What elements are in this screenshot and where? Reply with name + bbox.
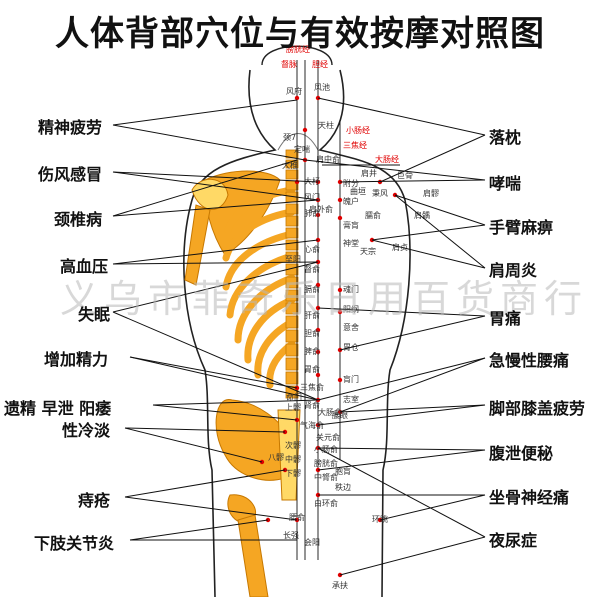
label-increase-energy: 增加精力: [44, 350, 109, 369]
neck-line: [277, 133, 319, 151]
svg-text:肩髎: 肩髎: [423, 188, 439, 198]
svg-text:肓门: 肓门: [343, 374, 359, 384]
svg-text:长强: 长强: [283, 530, 299, 540]
svg-text:肩髃: 肩髃: [414, 210, 430, 220]
body-outline: [183, 69, 411, 597]
svg-text:上髎: 上髎: [285, 403, 301, 412]
right-leader-lines: [304, 97, 486, 576]
svg-text:命门: 命门: [286, 392, 302, 402]
svg-text:肺俞: 肺俞: [304, 208, 320, 218]
label-insomnia: 失眠: [78, 305, 111, 324]
svg-text:大杼: 大杼: [304, 176, 320, 186]
svg-text:魄户: 魄户: [343, 196, 359, 206]
meridian-bladder: 膀胱经: [286, 44, 310, 54]
svg-text:督俞: 督俞: [304, 264, 320, 274]
meridian-gallbladder: 胆经: [312, 59, 328, 69]
svg-text:阳纲: 阳纲: [343, 304, 359, 314]
chart-title: 人体背部穴位与有效按摩对照图: [55, 14, 545, 54]
left-ilium: [215, 399, 293, 481]
svg-text:腰俞: 腰俞: [289, 512, 305, 522]
svg-text:胃俞: 胃俞: [304, 364, 320, 374]
svg-text:会阳: 会阳: [304, 537, 320, 547]
svg-text:风池: 风池: [314, 82, 330, 92]
label-mental-fatigue: 精神疲劳: [38, 118, 103, 137]
label-stiff-neck: 落枕: [489, 128, 522, 147]
head-outline: [261, 45, 333, 66]
label-hypertension: 高血压: [60, 257, 109, 276]
label-sexual-dysfunction: 遗精 早泄 阳痿: [4, 399, 112, 418]
svg-text:脾俞: 脾俞: [304, 346, 320, 356]
svg-text:关元俞: 关元俞: [316, 432, 340, 442]
svg-text:腰眼: 腰眼: [332, 411, 348, 420]
label-cervical-spondylosis: 颈椎病: [54, 210, 103, 229]
spine: [285, 149, 299, 399]
svg-text:肝俞: 肝俞: [304, 310, 320, 320]
svg-text:志室: 志室: [343, 394, 359, 404]
svg-text:小肠俞: 小肠俞: [314, 444, 338, 454]
svg-text:膀胱俞: 膀胱俞: [314, 458, 338, 468]
svg-text:秉风: 秉风: [372, 188, 388, 198]
svg-text:承扶: 承扶: [332, 580, 348, 590]
svg-text:魂门: 魂门: [343, 284, 359, 294]
svg-text:风府: 风府: [286, 86, 302, 96]
left-femur: [237, 514, 269, 597]
watermark: 义乌市菲奇乐日用百货商行: [60, 277, 589, 321]
svg-text:肩井: 肩井: [361, 168, 377, 178]
svg-text:巨骨: 巨骨: [397, 171, 413, 180]
svg-text:肩外俞: 肩外俞: [309, 204, 333, 214]
svg-text:白环俞: 白环俞: [314, 498, 338, 508]
svg-text:至阳: 至阳: [285, 255, 301, 264]
svg-text:颈7: 颈7: [283, 133, 296, 142]
svg-text:环跳: 环跳: [372, 514, 388, 524]
svg-text:天柱: 天柱: [318, 120, 334, 130]
svg-text:下髎: 下髎: [285, 469, 301, 478]
svg-text:膈俞: 膈俞: [304, 284, 320, 294]
label-stomach-ache: 胃痛: [489, 309, 522, 328]
svg-text:膏肓: 膏肓: [343, 220, 359, 230]
svg-text:气海俞: 气海俞: [300, 420, 324, 430]
svg-text:八髎: 八髎: [268, 453, 284, 462]
svg-text:胆俞: 胆俞: [304, 328, 320, 338]
meridian-large-intestine: 大肠经: [375, 154, 399, 164]
svg-text:大肠俞: 大肠俞: [318, 407, 342, 417]
label-arm-numbness: 手臂麻痹: [489, 218, 554, 237]
meridian-du: 督脉: [281, 59, 297, 69]
label-hemorrhoids: 痔疮: [78, 491, 111, 510]
svg-text:曲垣: 曲垣: [350, 186, 366, 196]
label-asthma: 哮喘: [489, 174, 522, 193]
svg-text:秩边: 秩边: [335, 482, 351, 492]
label-nocturia: 夜尿症: [489, 531, 538, 550]
svg-text:肩中俞: 肩中俞: [316, 154, 340, 164]
label-frigidity: 性冷淡: [62, 421, 111, 440]
label-diarrhea-constipation: 腹泄便秘: [489, 444, 554, 463]
meridian-small-intestine: 小肠经: [346, 125, 370, 135]
left-leader-lines: [112, 99, 319, 541]
svg-text:中膂俞: 中膂俞: [314, 472, 338, 482]
svg-text:风门: 风门: [304, 192, 320, 202]
svg-text:心俞: 心俞: [304, 244, 320, 254]
svg-text:肾俞: 肾俞: [304, 400, 320, 410]
svg-text:次髎: 次髎: [285, 440, 301, 450]
svg-text:神堂: 神堂: [343, 238, 359, 248]
meridian-sanjiao: 三焦经: [343, 140, 367, 150]
svg-text:大椎: 大椎: [282, 160, 298, 170]
svg-text:附分: 附分: [343, 178, 359, 188]
label-low-back-pain: 急慢性腰痛: [489, 351, 570, 370]
svg-text:定喘: 定喘: [294, 144, 310, 154]
label-sciatica: 坐骨神经痛: [489, 488, 570, 507]
label-lower-limb-arthritis: 下肢关节炎: [34, 534, 115, 553]
label-frozen-shoulder: 肩周炎: [489, 261, 538, 280]
label-common-cold: 伤风感冒: [38, 165, 103, 184]
svg-text:胞肓: 胞肓: [335, 466, 351, 476]
svg-text:意舍: 意舍: [343, 322, 359, 332]
svg-text:臑俞: 臑俞: [365, 210, 381, 220]
svg-text:中髎: 中髎: [285, 454, 301, 464]
svg-text:三焦俞: 三焦俞: [300, 382, 324, 392]
svg-text:天宗: 天宗: [360, 246, 376, 256]
label-knee-fatigue: 脚部膝盖疲劳: [489, 399, 586, 418]
